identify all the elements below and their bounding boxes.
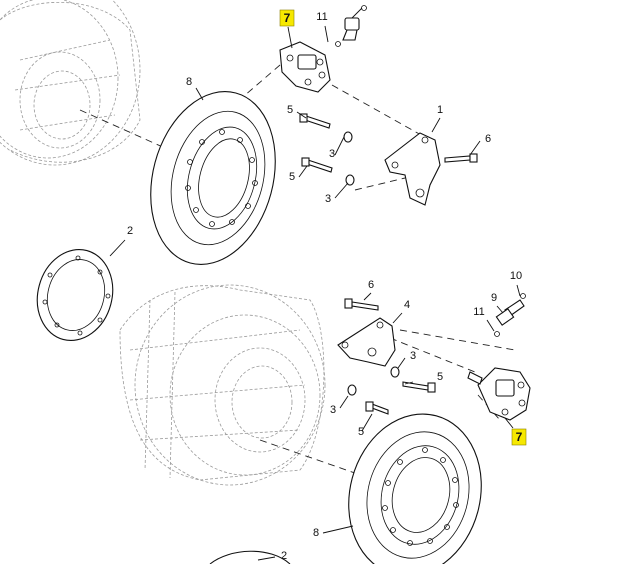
callout-5-a: 5 <box>287 104 293 116</box>
callout-8-top: 8 <box>186 76 192 88</box>
mounting-bracket-bottom <box>337 317 396 367</box>
svg-text:7: 7 <box>516 430 523 444</box>
callout-3-d: 3 <box>330 404 336 416</box>
callout-8-bottom: 8 <box>313 527 319 539</box>
callout-5-c: 5 <box>437 371 443 383</box>
callout-2-bottom: 2 <box>281 550 287 562</box>
disc-bolt-holes-bottom <box>382 447 459 546</box>
callout-5-d: 5 <box>358 426 364 438</box>
brake-disc-top <box>150 91 276 265</box>
leader-lines <box>109 25 521 561</box>
bolts-bottom <box>344 298 436 415</box>
svg-text:7: 7 <box>284 11 291 25</box>
callout-1: 1 <box>437 104 443 116</box>
assembly-lines <box>79 64 516 481</box>
bleed-fitting-bottom <box>494 293 526 337</box>
callout-11-bottom: 11 <box>473 306 484 318</box>
bleed-fitting-top <box>335 5 367 47</box>
brake-caliper-top <box>279 41 331 93</box>
callout-2-top: 2 <box>127 225 133 237</box>
final-drive-ghost-top <box>0 0 141 166</box>
gasket-ring-bottom-partial <box>209 550 291 564</box>
callout-5-b: 5 <box>289 171 295 183</box>
callout-10: 10 <box>510 270 522 282</box>
callout-3-a: 3 <box>329 148 335 160</box>
bolts-top <box>299 113 478 186</box>
callout-7-bottom: 7 <box>511 428 527 446</box>
disc-bolt-holes-top <box>185 129 258 227</box>
callout-11-top: 11 <box>316 11 327 23</box>
callout-6-mid: 6 <box>368 279 374 291</box>
callout-6-right: 6 <box>485 133 491 145</box>
gasket-ring <box>36 248 114 342</box>
callout-9: 9 <box>491 292 497 304</box>
callout-3-c: 3 <box>410 350 416 362</box>
final-drive-ghost-bottom <box>119 284 326 486</box>
callout-7-top: 7 <box>279 9 295 27</box>
callout-3-b: 3 <box>325 193 331 205</box>
mounting-bracket-top <box>384 132 441 206</box>
brake-caliper-bottom <box>467 367 531 421</box>
callout-4: 4 <box>404 299 410 311</box>
brake-disc-bottom <box>348 413 482 564</box>
